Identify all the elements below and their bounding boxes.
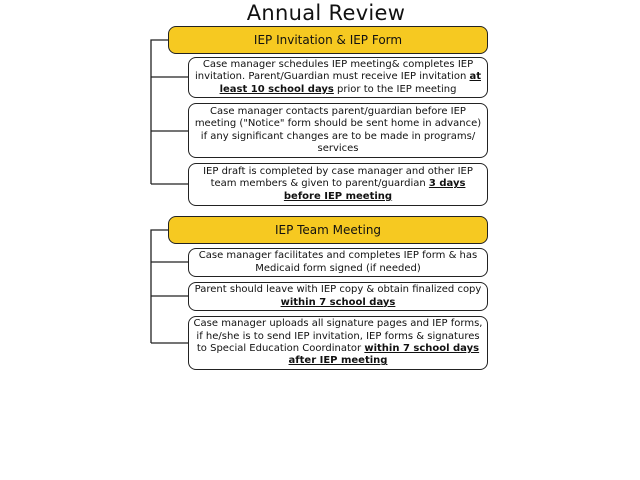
section-header-label: IEP Invitation & IEP Form bbox=[253, 33, 403, 47]
step-text-emphasis: within 7 school days bbox=[280, 296, 396, 308]
step-upload-forms: Case manager uploads all signature pages… bbox=[188, 316, 488, 370]
step-text-emphasis: 3 days before IEP meeting bbox=[283, 178, 466, 202]
section-header-iep-invitation: IEP Invitation & IEP Form bbox=[168, 26, 488, 54]
step-text-emphasis: within 7 school days after IEP meeting bbox=[288, 343, 480, 367]
step-text: IEP draft is completed by case manager a… bbox=[192, 166, 484, 203]
step-text-tail: prior to the IEP meeting bbox=[333, 83, 457, 95]
step-text-main: Parent should leave with IEP copy & obta… bbox=[194, 284, 482, 296]
section-header-iep-team-meeting: IEP Team Meeting bbox=[168, 216, 488, 244]
step-iep-draft: IEP draft is completed by case manager a… bbox=[188, 163, 488, 206]
step-contact-parent: Case manager contacts parent/guardian be… bbox=[188, 103, 488, 158]
connector-section-1-spine bbox=[150, 39, 168, 184]
page-title: Annual Review bbox=[246, 1, 406, 25]
step-text-main: Case manager facilitates and completes I… bbox=[198, 250, 478, 274]
step-text: Parent should leave with IEP copy & obta… bbox=[192, 284, 484, 309]
step-text: Case manager uploads all signature pages… bbox=[192, 318, 484, 368]
step-text-main: IEP draft is completed by case manager a… bbox=[203, 165, 473, 190]
step-text-main: Case manager schedules IEP meeting& comp… bbox=[195, 58, 474, 83]
step-facilitate-meeting: Case manager facilitates and completes I… bbox=[188, 248, 488, 277]
step-text: Case manager facilitates and completes I… bbox=[192, 250, 484, 275]
step-text: Case manager contacts parent/guardian be… bbox=[192, 106, 484, 156]
step-text-main: Case manager contacts parent/guardian be… bbox=[194, 105, 482, 154]
section-header-label: IEP Team Meeting bbox=[274, 223, 382, 237]
step-schedule-invitation: Case manager schedules IEP meeting& comp… bbox=[188, 57, 488, 98]
connector-section-2-spine bbox=[150, 229, 168, 343]
step-text: Case manager schedules IEP meeting& comp… bbox=[192, 59, 484, 96]
step-text-emphasis: at least 10 school days bbox=[219, 71, 481, 95]
step-parent-copy: Parent should leave with IEP copy & obta… bbox=[188, 282, 488, 311]
step-text-main: Case manager uploads all signature pages… bbox=[193, 318, 483, 354]
